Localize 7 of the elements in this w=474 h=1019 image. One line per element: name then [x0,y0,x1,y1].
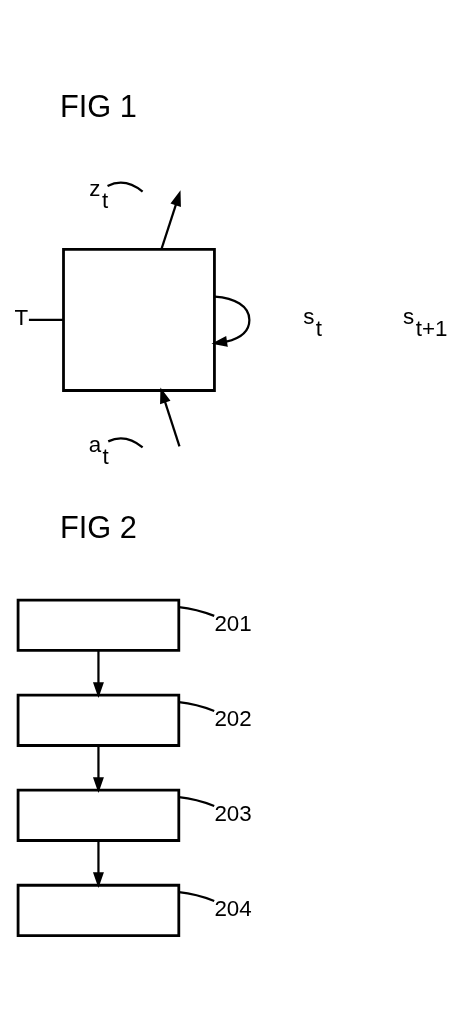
node-text: T [14,304,28,330]
label: FIG 1 [59,88,137,124]
node-text: 202 [213,705,252,731]
node-text: 203 [213,800,252,826]
node-text: 201 [213,610,252,636]
node-text: 204 [213,895,252,921]
label: FIG 2 [59,509,137,545]
